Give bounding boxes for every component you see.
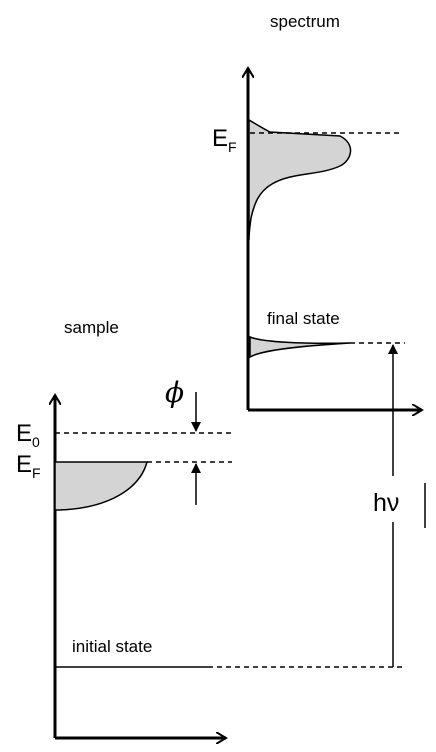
photon-energy-label-bg [360,476,420,522]
initial-state-label: initial state [72,637,152,656]
sample-label: sample [64,318,119,337]
sample-filled-band [54,461,148,511]
final-state-label: final state [267,309,340,328]
photon-energy-label: hν [373,489,399,517]
e0-label: E0 [16,420,40,450]
spectrum-fermi-peak [248,118,352,241]
spectrum-ef-label: EF [212,125,237,155]
final-state-peak [249,335,351,359]
sample-ef-label: EF [16,451,41,481]
spectrum-label: spectrum [270,12,340,31]
work-function-symbol: ϕ [165,376,184,409]
